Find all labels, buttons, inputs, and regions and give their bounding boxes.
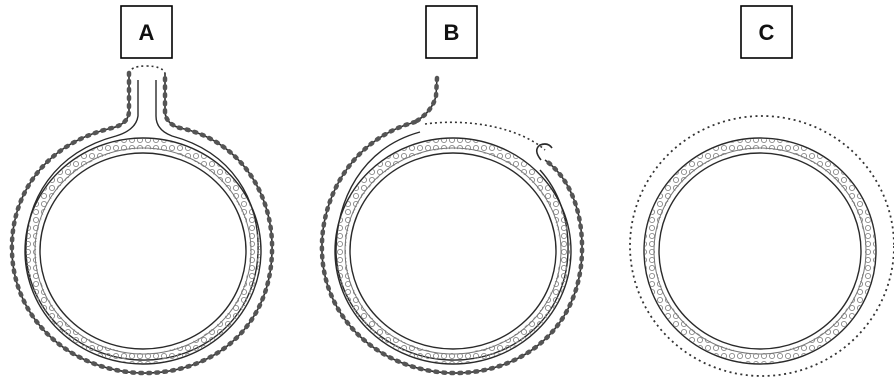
outer-envelope-b: [322, 78, 582, 373]
inner-ring-a: [25, 138, 261, 364]
outer-envelope-c: [630, 116, 894, 376]
label-box-a: A: [121, 6, 172, 58]
panel-c: C: [630, 6, 894, 376]
label-c: C: [759, 20, 775, 45]
panel-a: A: [12, 6, 272, 373]
label-box-c: C: [741, 6, 792, 58]
label-a: A: [139, 20, 155, 45]
panel-b: B: [322, 6, 582, 373]
outer-envelope-a: [12, 66, 272, 373]
label-b: B: [444, 20, 460, 45]
label-box-b: B: [426, 6, 477, 58]
inner-ring-c: [644, 138, 876, 364]
inner-ring-b: [335, 138, 571, 364]
